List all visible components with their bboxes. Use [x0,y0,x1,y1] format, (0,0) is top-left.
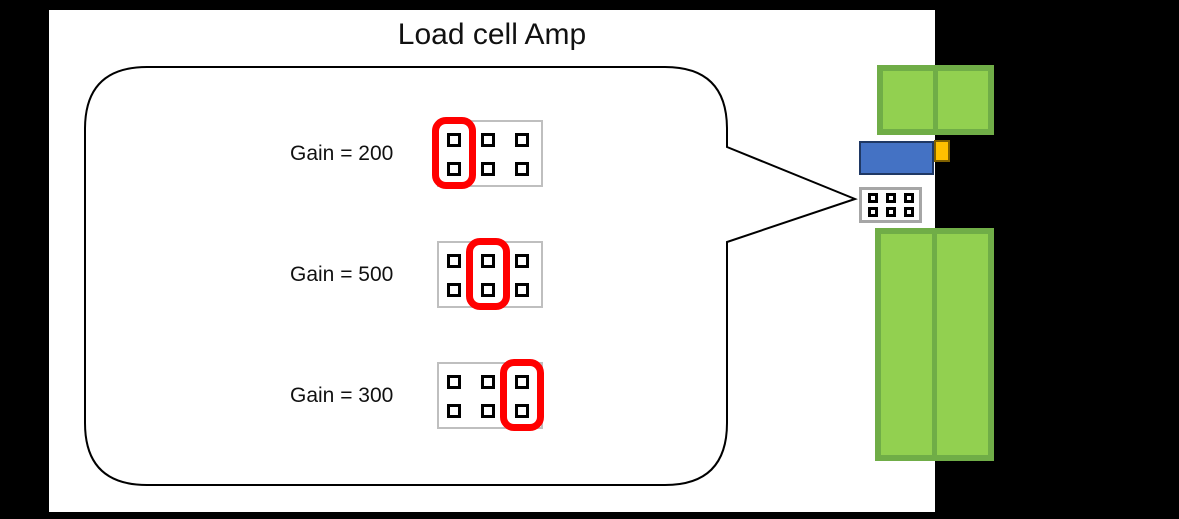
jumper-pin [515,254,529,268]
terminal-cell [881,234,932,455]
jumper-pin [903,193,914,203]
gain-option-300: Gain = 300 [290,359,570,431]
jumper-pin [885,207,896,217]
jumper-pin [447,404,461,418]
jumper-pin [447,254,461,268]
highlight-ring-left-column [432,117,476,189]
highlight-ring-right-column [500,359,544,431]
terminal-cell [938,71,988,129]
jumper-pin [447,283,461,297]
jumper-pin [867,193,878,203]
gain-label: Gain = 500 [290,263,394,286]
jumper-pin-row [867,207,914,217]
terminal-block-bottom [875,228,994,461]
terminal-block-top [877,65,994,135]
jumper-diagram-200 [432,117,543,189]
jumper-pin [447,162,461,176]
slide-canvas: Load cell Amp Gain = 200 Gain = 500 [49,10,994,512]
page-title: Load cell Amp [397,18,587,51]
terminal-cell [937,234,988,455]
highlight-ring-middle-column [466,238,510,310]
jumper-pin [515,375,529,389]
jumper-pin [481,283,495,297]
jumper-pin [515,133,529,147]
jumper-diagram-500 [437,238,543,310]
orange-component [934,140,950,162]
jumper-pin [515,404,529,418]
gain-label: Gain = 300 [290,384,394,407]
jumper-pin [885,193,896,203]
gain-option-200: Gain = 200 [290,117,570,189]
gain-option-500: Gain = 500 [290,238,570,310]
jumper-pin [903,207,914,217]
jumper-pin [447,133,461,147]
jumper-pin [481,404,495,418]
jumper-pin [515,162,529,176]
gain-label: Gain = 200 [290,142,394,165]
gain-jumper-header [859,187,922,223]
terminal-cell [883,71,933,129]
jumper-pin [481,133,495,147]
blue-component [859,141,934,175]
jumper-pin [481,162,495,176]
jumper-pin [867,207,878,217]
jumper-pin [515,283,529,297]
jumper-diagram-300 [437,359,544,431]
jumper-pin [481,375,495,389]
jumper-pin-row [867,193,914,203]
jumper-pin [447,375,461,389]
jumper-pin [481,254,495,268]
